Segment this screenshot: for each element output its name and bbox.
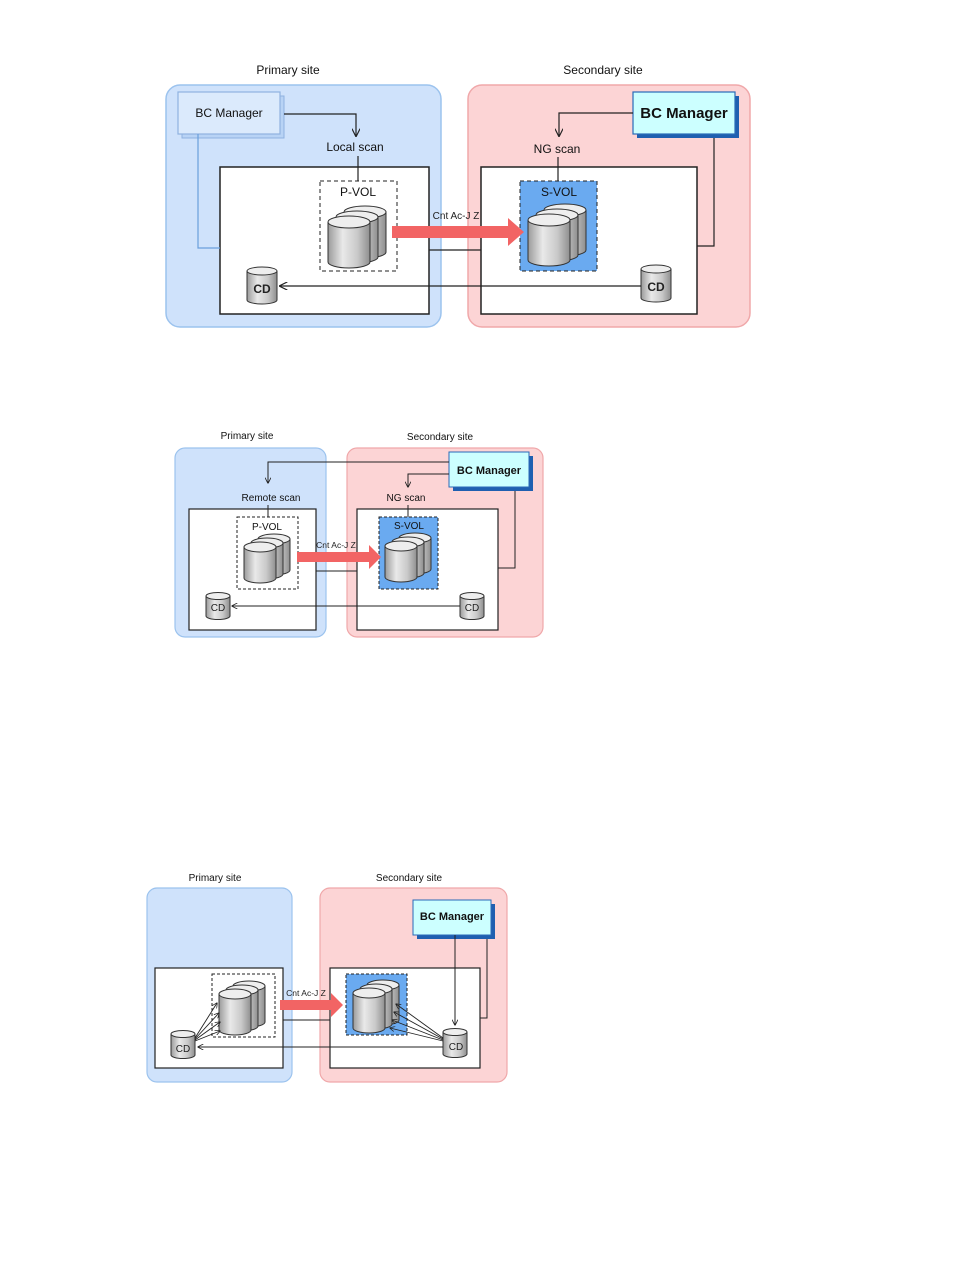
diagram-1: Primary site Secondary site BC Manager B… — [166, 63, 750, 327]
cd-primary-label: CD — [176, 1044, 190, 1055]
bc-manager-secondary-label: BC Manager — [640, 105, 728, 122]
cd-secondary-label: CD — [449, 1042, 463, 1053]
svol-disk-stack — [528, 204, 586, 266]
replication-label: Cnt Ac-J Z — [286, 988, 326, 998]
bc-manager-primary-label: BC Manager — [195, 106, 262, 120]
svol-label: S-VOL — [394, 521, 424, 532]
replication-label: Cnt Ac-J Z — [316, 540, 356, 550]
bc-manager-label: BC Manager — [420, 911, 485, 923]
diagram-2: Primary site Secondary site BC Manager R… — [175, 431, 543, 637]
local-scan-label: Local scan — [326, 140, 383, 154]
primary-site-label: Primary site — [221, 431, 274, 442]
ng-scan-label: NG scan — [534, 142, 581, 156]
secondary-site-label: Secondary site — [376, 873, 443, 884]
bc-manager-label: BC Manager — [457, 465, 522, 477]
cd-secondary-label: CD — [647, 280, 665, 294]
svol-label: S-VOL — [541, 185, 577, 199]
primary-site-label: Primary site — [189, 873, 242, 884]
pvol-disk-stack — [328, 206, 386, 268]
secondary-site-label: Secondary site — [563, 63, 643, 77]
diagram-3: Primary site Secondary site BC Manager — [147, 873, 507, 1082]
remote-scan-label: Remote scan — [242, 493, 301, 504]
secondary-site-label: Secondary site — [407, 432, 474, 443]
primary-site-label: Primary site — [256, 63, 320, 77]
pvol-label: P-VOL — [252, 522, 282, 533]
cd-primary-label: CD — [253, 282, 271, 296]
pvol-disk-stack — [219, 981, 265, 1035]
replication-label: Cnt Ac-J Z — [433, 211, 480, 222]
pvol-label: P-VOL — [340, 185, 376, 199]
svol-disk-stack — [353, 980, 399, 1033]
cd-primary-label: CD — [211, 603, 225, 614]
ng-scan-label: NG scan — [387, 493, 426, 504]
cd-secondary-label: CD — [465, 603, 479, 614]
